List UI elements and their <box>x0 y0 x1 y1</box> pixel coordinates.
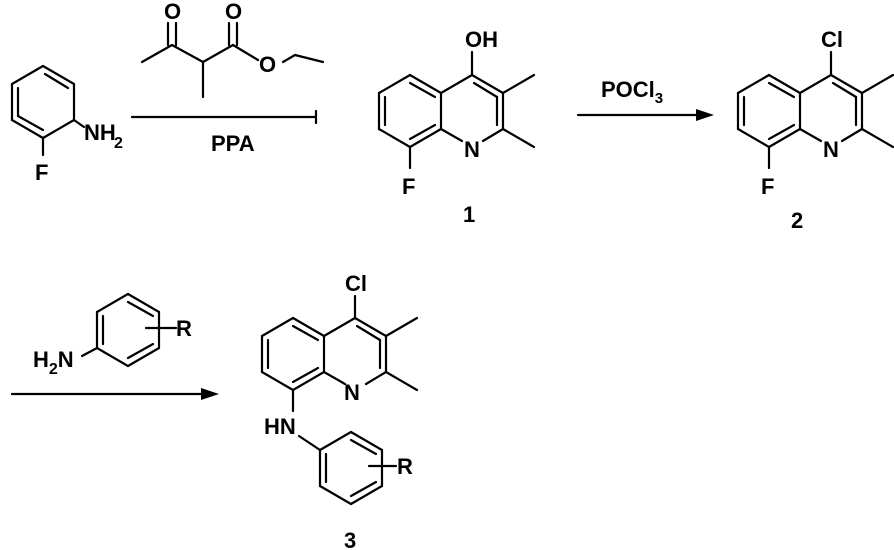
reaction-arrow-1 <box>130 109 318 125</box>
compound-3-hn-label: HN <box>264 414 296 439</box>
compound-2-structure: Cl N F <box>736 27 894 199</box>
compound-3-n-label: N <box>344 380 360 405</box>
reaction-arrow-2 <box>576 109 714 121</box>
reagent-r-label: R <box>176 316 192 341</box>
2-fluoroaniline-structure: NH 2 F <box>10 64 123 185</box>
ketone-oxygen-label: O <box>164 0 181 24</box>
compound-1-number: 1 <box>463 202 475 227</box>
compound-2-number: 2 <box>791 208 803 233</box>
reagent-pocl3-subscript: 3 <box>655 90 663 107</box>
reagent-h2n-h: H <box>33 347 49 372</box>
reagent-ppa-label: PPA <box>211 131 255 156</box>
compound-2-f-label: F <box>761 174 774 199</box>
compound-1-n-label: N <box>464 137 480 162</box>
compound-2-cl-label: Cl <box>821 27 843 52</box>
ester-oxygen-label: O <box>259 52 276 77</box>
compound-3-cl-label: Cl <box>345 271 367 296</box>
substituted-aniline-structure: H2N R <box>33 292 192 378</box>
aniline-nh-label: NH <box>84 120 116 145</box>
compound-2-n-label: N <box>823 137 839 162</box>
ethyl-2-methylacetoacetate-structure: O O O <box>140 0 325 99</box>
reagent-h2n-label: H2N <box>33 347 74 378</box>
compound-1-oh-label: OH <box>465 27 498 52</box>
compound-3-structure: Cl N HN R <box>260 271 419 506</box>
reagent-pocl3-text: POCl <box>601 77 655 102</box>
aniline-nh-subscript: 2 <box>114 135 123 152</box>
ester-carbonyl-oxygen-label: O <box>225 0 242 24</box>
reagent-h2n-n: N <box>58 347 74 372</box>
compound-3-r-label: R <box>397 454 413 479</box>
reagent-h2n-subscript: 2 <box>49 361 58 378</box>
compound-1-f-label: F <box>402 174 415 199</box>
compound-1-structure: OH N F <box>377 27 536 199</box>
aniline-f-label: F <box>35 160 48 185</box>
reagent-pocl3-label: POCl3 <box>601 77 663 107</box>
compound-3-number: 3 <box>344 528 356 550</box>
reaction-arrow-3 <box>10 388 219 400</box>
